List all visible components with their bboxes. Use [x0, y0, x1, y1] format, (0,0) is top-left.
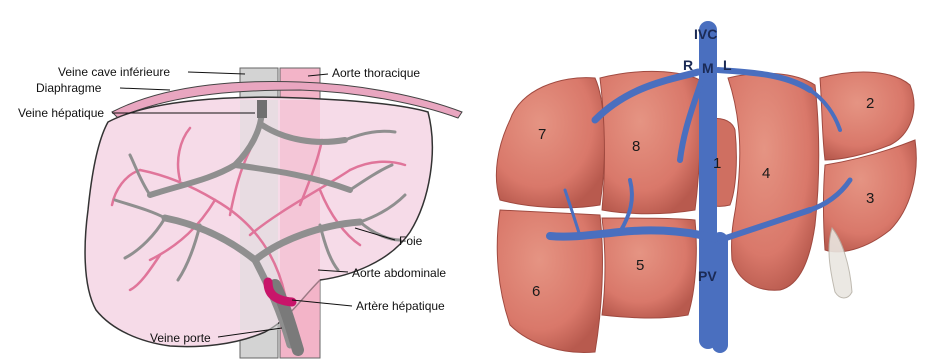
segment-5-label: 5 [636, 257, 644, 274]
segment-7-label: 7 [538, 126, 546, 143]
label-hepatic-vein: Veine hépatique [18, 106, 104, 120]
label-abdominal-aorta: Aorte abdominale [352, 266, 446, 280]
label-diaphragm: Diaphragme [36, 81, 101, 95]
segment-6-label: 6 [532, 283, 540, 300]
segment-1-label: 1 [713, 155, 721, 172]
segment-3-label: 3 [866, 190, 874, 207]
vessel-label-m: M [702, 60, 714, 76]
label-ivc: Veine cave inférieure [58, 65, 170, 79]
vessel-label-l: L [723, 57, 732, 73]
vessel-label-ivc: IVC [694, 26, 717, 42]
segment-4-shape [728, 73, 819, 290]
label-portal-vein: Veine porte [150, 331, 211, 345]
vessel-label-pv: PV [698, 268, 717, 284]
vessel-label-r: R [683, 57, 693, 73]
segment-4-label: 4 [762, 165, 770, 182]
liver-segments-drawing [480, 0, 936, 360]
liver-segments-diagram: IVC R M L PV 1 2 3 4 5 6 7 8 [480, 0, 936, 360]
segment-7-shape [496, 78, 604, 208]
label-thoracic-aorta: Aorte thoracique [332, 66, 420, 80]
segment-8-label: 8 [632, 138, 640, 155]
label-hepatic-artery: Artère hépatique [356, 299, 445, 313]
liver-anatomy-diagram-fr: Veine cave inférieure Aorte thoracique D… [0, 0, 470, 360]
segment-2-label: 2 [866, 95, 874, 112]
label-liver: Foie [399, 234, 422, 248]
